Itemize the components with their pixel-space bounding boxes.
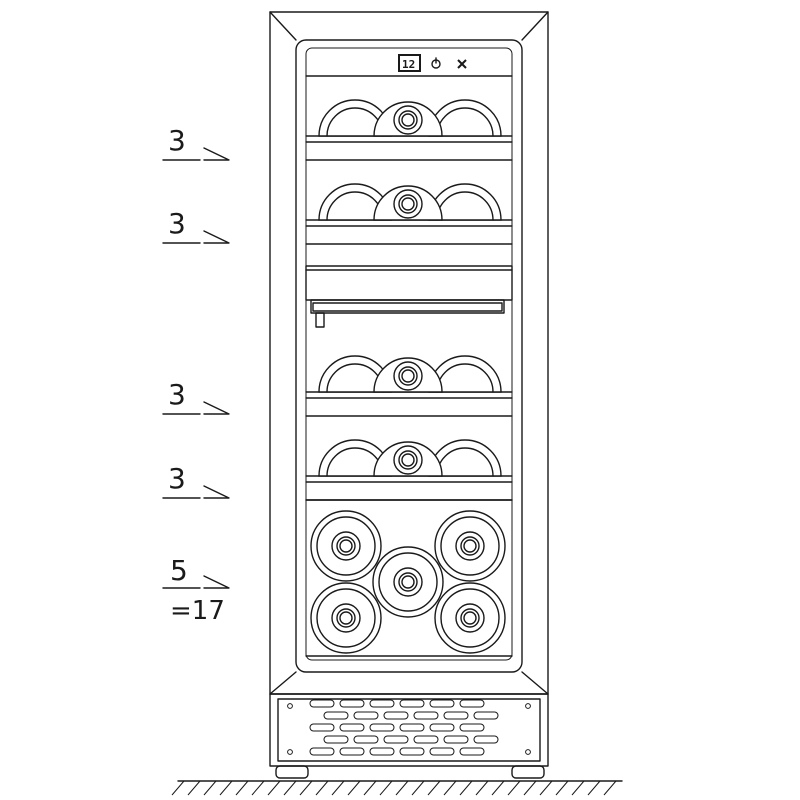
bottle-end — [310, 582, 382, 654]
control-panel: 12 — [305, 54, 513, 77]
grille — [269, 693, 549, 767]
bottle-end — [310, 510, 382, 582]
divider-drawer — [305, 265, 513, 328]
bottle-end — [434, 510, 506, 582]
floor — [171, 780, 623, 796]
temperature-display: 12 — [398, 54, 421, 72]
bottle-end — [434, 582, 506, 654]
callout-shelf-1: 3 — [162, 124, 230, 161]
callout-shelf-2: 3 — [162, 207, 230, 244]
capacity-callouts: 3 3 3 3 5 =17 — [162, 124, 230, 626]
bottle-neck — [373, 185, 443, 221]
callout-value: 3 — [168, 462, 186, 495]
callout-value: 3 — [168, 124, 186, 157]
callout-value: 3 — [168, 207, 186, 240]
fan-icon[interactable] — [457, 59, 467, 69]
callout-shelf-3: 3 — [162, 378, 230, 415]
bottom-rack — [305, 499, 513, 657]
shelf-4 — [305, 439, 513, 501]
total-capacity: =17 — [170, 596, 225, 626]
display-value: 12 — [402, 58, 415, 71]
bottle-neck — [373, 357, 443, 393]
callout-value: 5 — [170, 554, 188, 587]
bottle-end — [372, 546, 444, 618]
bottle-neck — [373, 441, 443, 477]
grille-vents — [309, 699, 499, 756]
feet — [275, 765, 545, 779]
callout-bottom-rack: 5 =17 — [162, 554, 230, 626]
power-icon[interactable] — [431, 57, 441, 69]
shelf-1 — [305, 99, 513, 161]
callout-value: 3 — [168, 378, 186, 411]
callout-shelf-4: 3 — [162, 462, 230, 499]
shelf-3 — [305, 355, 513, 417]
bottle-neck — [373, 101, 443, 137]
shelf-2 — [305, 183, 513, 245]
